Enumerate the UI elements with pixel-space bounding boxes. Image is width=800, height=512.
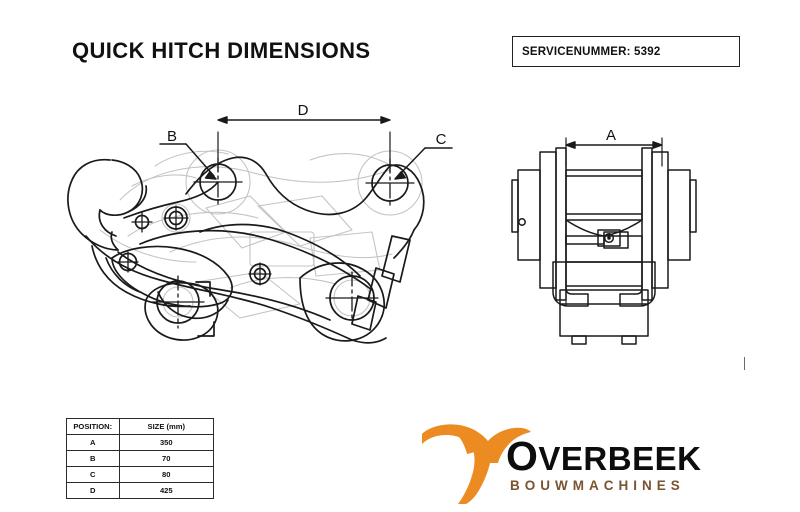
stray-tick-mark xyxy=(744,357,745,370)
table-header-size: SIZE (mm) xyxy=(118,418,215,435)
dimension-label-a: A xyxy=(606,127,616,144)
table-header-position: POSITION: xyxy=(66,418,120,435)
service-number-text: SERVICENUMMER: 5392 xyxy=(522,45,661,58)
table-row: D 425 xyxy=(66,482,215,499)
dimension-label-b: B xyxy=(167,128,177,145)
logo-wordmark: OVERBEEK xyxy=(506,436,702,477)
logo-first-letter: O xyxy=(506,433,539,479)
table-cell-size: 80 xyxy=(118,466,215,483)
logo-tagline: BOUWMACHINES xyxy=(510,478,685,493)
logo-brand-rest: VERBEEK xyxy=(538,440,702,477)
dimension-label-d: D xyxy=(298,102,309,119)
company-logo: OVERBEEK BOUWMACHINES xyxy=(418,418,738,504)
table-cell-size: 350 xyxy=(118,434,215,451)
side-view-outline xyxy=(67,156,425,344)
dimension-label-c: C xyxy=(436,131,447,148)
table-cell-position: B xyxy=(66,450,120,467)
table-header-row: POSITION: SIZE (mm) xyxy=(66,418,215,435)
dimension-a xyxy=(565,137,663,167)
front-view-outline xyxy=(511,147,697,345)
table-cell-position: D xyxy=(66,482,120,499)
table-row: C 80 xyxy=(66,466,215,483)
table-cell-position: A xyxy=(66,434,120,451)
table-row: A 350 xyxy=(66,434,215,451)
dimension-table: POSITION: SIZE (mm) A 350 B 70 C 80 D 42… xyxy=(66,418,215,499)
page-title: QUICK HITCH DIMENSIONS xyxy=(72,38,371,63)
table-row: B 70 xyxy=(66,450,215,467)
leader-c xyxy=(394,147,453,180)
table-cell-size: 425 xyxy=(118,482,215,499)
dimension-d xyxy=(217,116,391,173)
table-cell-position: C xyxy=(66,466,120,483)
overbeek-excavator-swoosh-icon xyxy=(422,424,531,504)
service-number-box: SERVICENUMMER: 5392 xyxy=(512,36,740,67)
table-cell-size: 70 xyxy=(118,450,215,467)
leader-b xyxy=(159,143,217,180)
